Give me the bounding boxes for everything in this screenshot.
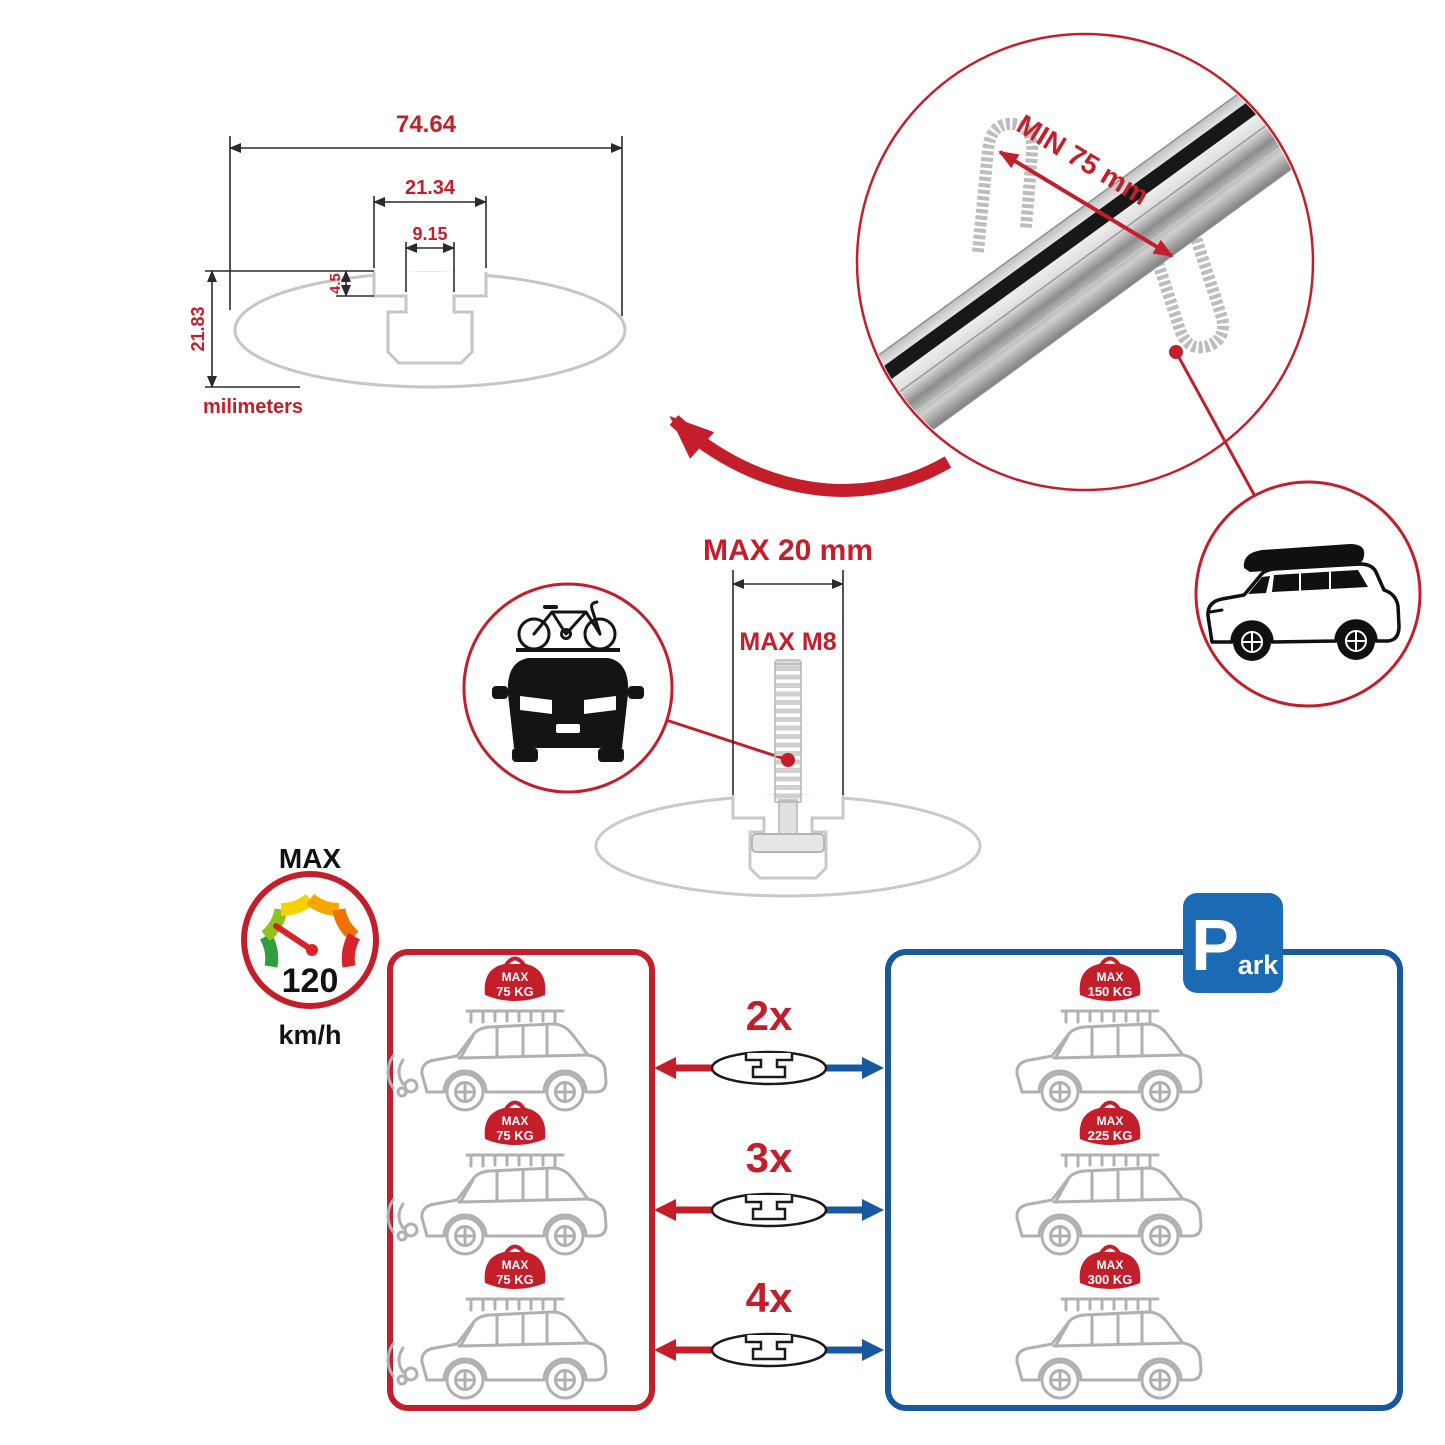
parking-tag-0-max: MAX bbox=[1097, 970, 1124, 984]
red-arrow-left-2 bbox=[654, 1339, 676, 1361]
crossbar-detail-circle: MIN 75 mm bbox=[855, 32, 1315, 521]
red-arrow-left-0 bbox=[654, 1057, 676, 1079]
parking-sign: P ark bbox=[1183, 893, 1283, 993]
parking-tag-1-max: MAX bbox=[1097, 1114, 1124, 1128]
pointer-dot bbox=[1169, 345, 1183, 359]
gauge-circle bbox=[241, 871, 379, 1009]
roofbox-car-circle bbox=[1194, 480, 1422, 708]
red-arrow-left-1 bbox=[654, 1199, 676, 1221]
gauge-needle bbox=[273, 923, 315, 953]
driving-tag-0-weight: 75 KG bbox=[496, 984, 534, 999]
t-bolt-neck bbox=[778, 799, 798, 837]
blue-arrow-right-1 bbox=[862, 1199, 884, 1221]
bolt-max-width-label: MAX 20 mm bbox=[703, 534, 873, 567]
multiplier-rows: 2x 3x 4x bbox=[654, 992, 884, 1368]
u-bolt-clamp-right bbox=[1142, 230, 1229, 354]
parking-tag-2-max: MAX bbox=[1097, 1258, 1124, 1272]
car-front-icon bbox=[492, 648, 644, 762]
bolt-pointer-dot bbox=[781, 753, 795, 767]
multiplier-0: 2x bbox=[746, 992, 793, 1039]
multiplier-2: 4x bbox=[746, 1274, 793, 1321]
pointer-line-to-car bbox=[1174, 351, 1270, 521]
parking-tag-1-weight: 225 KG bbox=[1088, 1128, 1133, 1143]
parking-tag-2-weight: 300 KG bbox=[1088, 1272, 1133, 1287]
dim-total-height: 21.83 bbox=[188, 306, 208, 351]
driving-tag-2-max: MAX bbox=[502, 1258, 529, 1272]
dim-recess-width: 21.34 bbox=[405, 177, 456, 199]
driving-tag-1-max: MAX bbox=[502, 1114, 529, 1128]
blue-arrow-right-2 bbox=[862, 1339, 884, 1361]
profile-dimension-diagram: 74.64 21.34 9.15 4.5 21.83 milimeters bbox=[188, 111, 627, 418]
dim-slot-width: 9.15 bbox=[412, 224, 447, 244]
bike-car-circle bbox=[462, 582, 674, 794]
parking-sign-letter: P bbox=[1191, 906, 1239, 986]
speed-limit-gauge: MAX 120 km/h bbox=[241, 843, 379, 1050]
unit-label: milimeters bbox=[203, 396, 303, 418]
driving-tag-2-weight: 75 KG bbox=[496, 1272, 534, 1287]
curved-arrow-to-diagram bbox=[669, 415, 952, 497]
t-bolt-head bbox=[751, 833, 825, 853]
speed-max-label: MAX bbox=[279, 843, 342, 874]
windshield bbox=[1248, 576, 1270, 594]
driving-cars: MAX 75 KG MAX 75 KG MAX 75 KG bbox=[386, 956, 608, 1400]
bolt-dimension-diagram: MAX 20 mm MAX M8 bbox=[594, 534, 982, 898]
multiplier-1: 3x bbox=[746, 1134, 793, 1181]
parking-cars: MAX 150 KG MAX 225 KG MAX 300 KG bbox=[1015, 956, 1203, 1400]
driving-tag-0-max: MAX bbox=[502, 970, 529, 984]
crossbar-icon-0 bbox=[710, 1050, 828, 1086]
pointer-line-to-bolt bbox=[659, 716, 789, 762]
driving-tag-1-weight: 75 KG bbox=[496, 1128, 534, 1143]
min-span-arrow bbox=[998, 150, 1174, 258]
parking-sign-suffix: ark bbox=[1238, 950, 1280, 980]
bolt-max-thread-label: MAX M8 bbox=[739, 628, 836, 656]
profile-t-slot bbox=[372, 272, 488, 365]
crossbar-icon-1 bbox=[710, 1192, 828, 1228]
headlight-right bbox=[584, 696, 616, 714]
blue-arrow-right-0 bbox=[862, 1057, 884, 1079]
dim-recess-depth: 4.5 bbox=[327, 273, 344, 294]
speed-unit: km/h bbox=[278, 1020, 341, 1050]
dim-total-width: 74.64 bbox=[396, 111, 457, 138]
crossbar-icon-2 bbox=[710, 1332, 828, 1368]
parking-tag-0-weight: 150 KG bbox=[1088, 984, 1133, 999]
u-bolt-clamp-left bbox=[972, 117, 1039, 253]
side-windows bbox=[1272, 570, 1368, 592]
suv-with-roofbox bbox=[1206, 544, 1401, 661]
headlight-left bbox=[520, 696, 552, 714]
speed-value: 120 bbox=[282, 962, 339, 1000]
